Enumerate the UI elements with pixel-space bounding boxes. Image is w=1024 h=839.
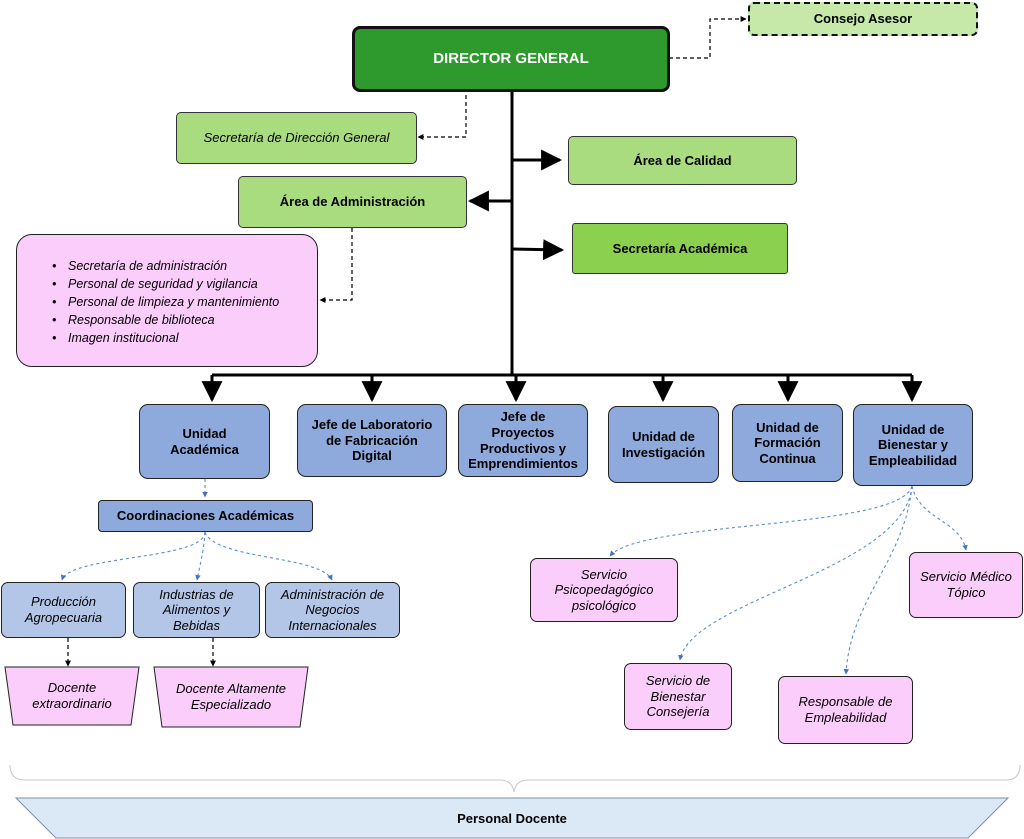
secretaria-direccion-label: Secretaría de Dirección General — [203, 130, 390, 146]
docente-extraordinario-label: Docente extraordinario — [32, 679, 112, 711]
trapezoid-shape — [4, 666, 140, 726]
consejo-asesor-box: Consejo Asesor — [748, 2, 978, 36]
servicio-medico-box: Servicio Médico Tópico — [909, 552, 1023, 618]
admin-item: Personal de seguridad y vigilancia — [52, 275, 307, 293]
administracion-staff-list: Secretaría de administración Personal de… — [49, 257, 307, 347]
jefe-proyectos-label: Jefe de Proyectos Productivos y Emprendi… — [468, 409, 578, 472]
unidad-formacion-label: Unidad de Formación Continua — [754, 419, 821, 466]
area-calidad-box: Área de Calidad — [568, 136, 797, 185]
unidad-investigacion-label: Unidad de Investigación — [621, 428, 706, 460]
coord-produccion-label: Producción Agropecuaria — [24, 594, 103, 625]
unidad-academica-label: Unidad Académica — [170, 425, 239, 457]
admin-item: Secretaría de administración — [52, 257, 307, 275]
coordinaciones-academicas-label: Coordinaciones Académicas — [116, 508, 295, 524]
servicio-medico-label: Servicio Médico Tópico — [920, 569, 1012, 600]
admin-item: Imagen institucional — [52, 329, 307, 347]
unidad-investigacion-box: Unidad de Investigación — [608, 406, 719, 483]
responsable-empleabilidad-box: Responsable de Empleabilidad — [778, 676, 913, 744]
coordinaciones-academicas-box: Coordinaciones Académicas — [98, 500, 313, 532]
docente-especializado-box: Docente Altamente Especializado — [153, 666, 309, 728]
servicio-psicopedagogico-label: Servicio Psicopedagógico psicológico — [554, 566, 654, 613]
servicio-psicopedagogico-box: Servicio Psicopedagógico psicológico — [530, 558, 678, 622]
director-general-label: DIRECTOR GENERAL — [433, 50, 589, 67]
secretaria-academica-box: Secretaría Académica — [572, 223, 788, 274]
servicio-bienestar-label: Servicio de Bienestar Consejería — [645, 673, 711, 720]
administracion-staff-box: Secretaría de administración Personal de… — [16, 234, 318, 367]
secretaria-direccion-box: Secretaría de Dirección General — [176, 112, 417, 164]
secretaria-academica-label: Secretaría Académica — [612, 240, 748, 256]
jefe-laboratorio-label: Jefe de Laboratorio de Fabricación Digit… — [311, 417, 433, 464]
consejo-asesor-label: Consejo Asesor — [813, 11, 913, 27]
admin-item: Responsable de biblioteca — [52, 311, 307, 329]
coord-produccion-box: Producción Agropecuaria — [1, 582, 126, 638]
trapezoid-shape — [153, 666, 309, 728]
coord-industrias-box: Industrias de Alimentos y Bebidas — [133, 582, 260, 638]
jefe-laboratorio-box: Jefe de Laboratorio de Fabricación Digit… — [297, 404, 447, 477]
unidad-formacion-box: Unidad de Formación Continua — [732, 404, 843, 482]
servicio-bienestar-box: Servicio de Bienestar Consejería — [624, 663, 732, 730]
docente-extraordinario-box: Docente extraordinario — [4, 666, 140, 726]
director-general-box: DIRECTOR GENERAL — [352, 26, 670, 92]
unidad-bienestar-label: Unidad de Bienestar y Empleabilidad — [868, 421, 958, 468]
coord-negocios-box: Administración de Negocios Internacional… — [265, 582, 400, 638]
admin-item: Personal de limpieza y mantenimiento — [52, 293, 307, 311]
area-calidad-label: Área de Calidad — [633, 152, 732, 168]
unidad-academica-box: Unidad Académica — [139, 404, 270, 479]
jefe-proyectos-box: Jefe de Proyectos Productivos y Emprendi… — [458, 404, 588, 477]
responsable-empleabilidad-label: Responsable de Empleabilidad — [798, 694, 893, 725]
unidad-bienestar-box: Unidad de Bienestar y Empleabilidad — [853, 404, 973, 486]
coord-negocios-label: Administración de Negocios Internacional… — [280, 586, 385, 633]
area-administracion-box: Área de Administración — [238, 176, 467, 228]
coord-industrias-label: Industrias de Alimentos y Bebidas — [159, 586, 234, 633]
area-administracion-label: Área de Administración — [279, 194, 426, 210]
personal-docente-label: Personal Docente — [457, 811, 567, 826]
personal-docente-band — [14, 797, 1010, 839]
docente-especializado-label: Docente Altamente Especializado — [175, 680, 287, 712]
